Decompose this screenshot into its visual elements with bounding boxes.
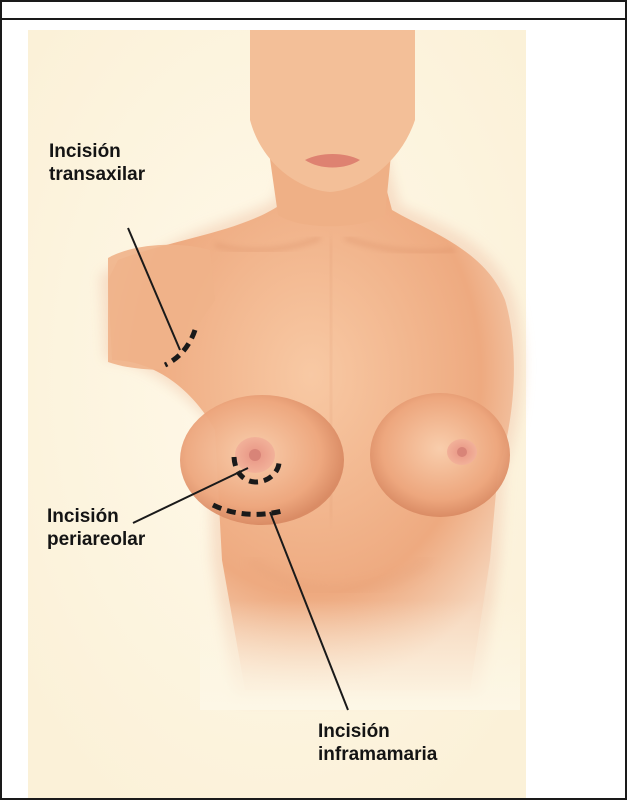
label-periareolar: Incisión periareolar [47,505,145,551]
label-periareolar-line2: periareolar [47,528,145,551]
label-inframamaria-line2: inframamaria [318,743,437,766]
label-transaxilar-line2: transaxilar [49,163,145,186]
label-transaxilar: Incisión transaxilar [49,140,145,186]
label-periareolar-line1: Incisión [47,505,145,528]
label-inframamaria-line1: Incisión [318,720,437,743]
label-inframamaria: Incisión inframamaria [318,720,437,766]
label-transaxilar-line1: Incisión [49,140,145,163]
